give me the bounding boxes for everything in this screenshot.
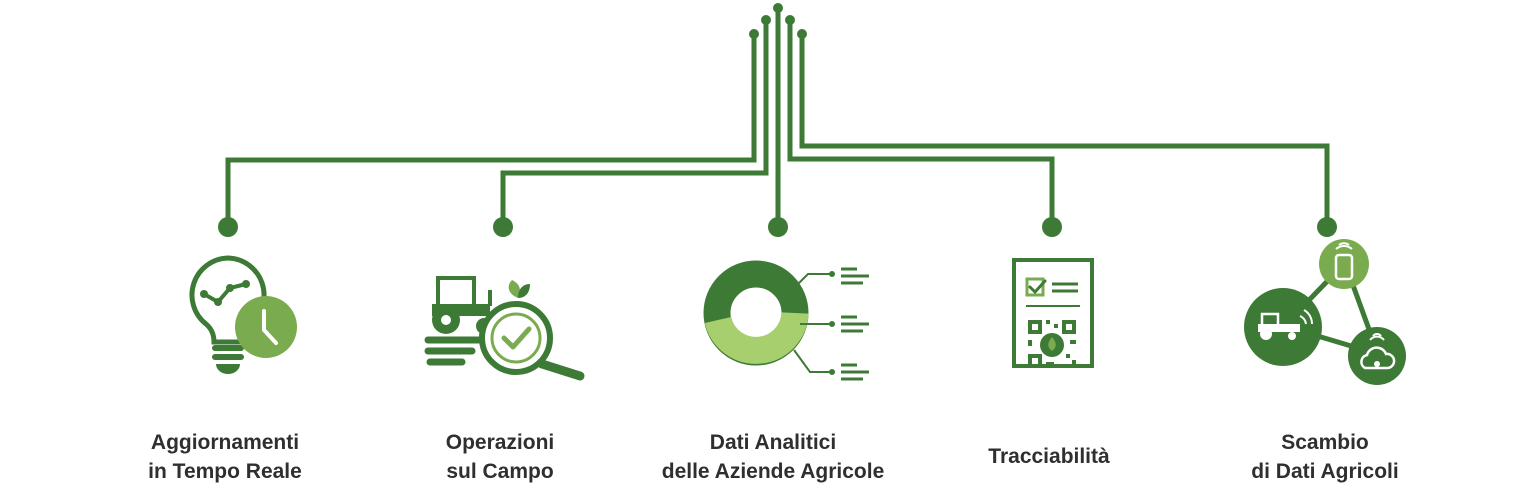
label-line: sul Campo xyxy=(446,460,554,483)
end-node xyxy=(1317,217,1337,237)
connector-line-4 xyxy=(787,20,1055,227)
lightbulb-clock-icon xyxy=(189,255,297,374)
top-node xyxy=(773,3,783,13)
label-scambio: Scambio di Dati Agricoli xyxy=(1175,428,1475,486)
label-line: delle Aziende Agricole xyxy=(661,460,885,483)
label-dati-analitici: Dati Analitici delle Aziende Agricole xyxy=(623,428,923,486)
donut-chart-icon xyxy=(703,260,869,381)
tractor-magnifier-icon xyxy=(424,276,585,381)
connector-line-2 xyxy=(500,20,769,227)
circuit-nodes xyxy=(218,3,1337,237)
label-line: Dati Analitici xyxy=(709,431,837,454)
label-line: Scambio xyxy=(1281,431,1369,454)
top-node xyxy=(749,29,759,39)
end-node xyxy=(218,217,238,237)
end-node xyxy=(493,217,513,237)
label-line: Operazioni xyxy=(445,431,555,454)
label-line: Tracciabilità xyxy=(988,445,1110,468)
label-line: Aggiornamenti xyxy=(150,431,300,454)
connected-network-icon xyxy=(1244,239,1406,385)
top-node xyxy=(797,29,807,39)
top-node xyxy=(761,15,771,25)
top-node xyxy=(785,15,795,25)
label-aggiornamenti: Aggiornamenti in Tempo Reale xyxy=(75,428,375,486)
document-qr-icon xyxy=(1012,258,1094,368)
end-node xyxy=(768,217,788,237)
connector-line-1 xyxy=(225,34,757,227)
label-tracciabilita: Tracciabilità xyxy=(899,442,1199,471)
label-line: in Tempo Reale xyxy=(148,460,302,483)
circuit-lines xyxy=(225,8,1330,227)
label-operazioni: Operazioni sul Campo xyxy=(350,428,650,486)
label-line: di Dati Agricoli xyxy=(1251,460,1399,483)
end-node xyxy=(1042,217,1062,237)
connector-line-5 xyxy=(799,34,1330,227)
